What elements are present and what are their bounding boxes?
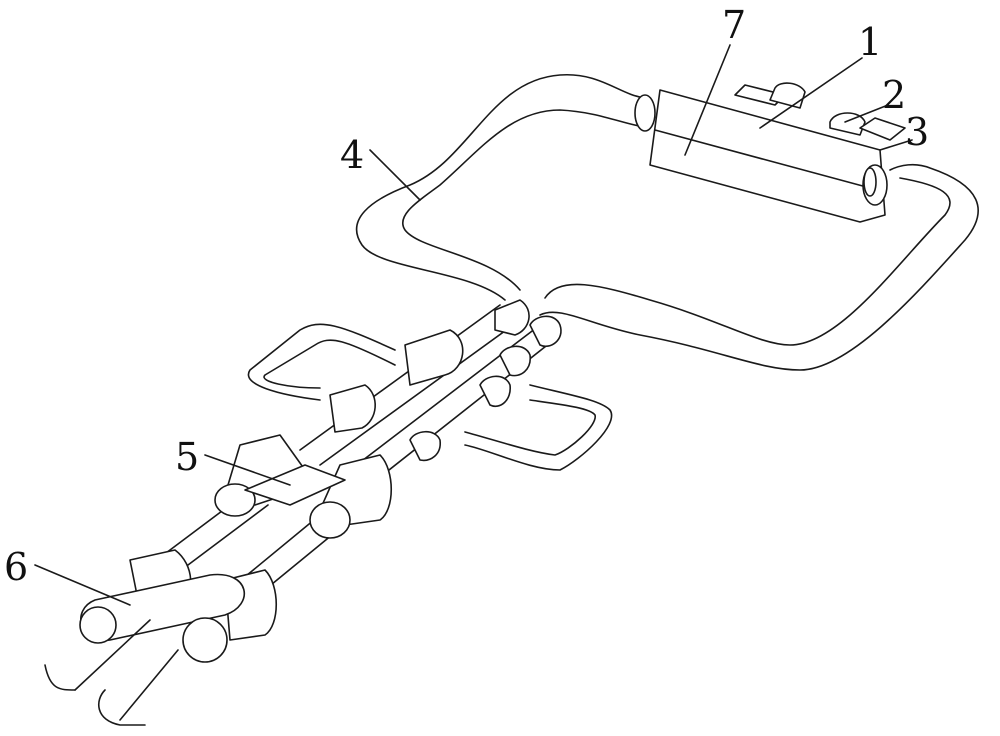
tail-pipe xyxy=(44,619,179,726)
twin-pipes xyxy=(149,304,561,599)
label-3: 3 xyxy=(905,110,929,154)
pipe-couplings xyxy=(214,299,562,539)
outlet-tubes-2-3 xyxy=(734,82,906,141)
bracket-5 xyxy=(244,464,346,506)
side-loop-left xyxy=(247,323,396,401)
muffler-7 xyxy=(634,89,888,223)
label-4: 4 xyxy=(340,133,364,177)
bracket-6 xyxy=(79,549,277,663)
label-1: 1 xyxy=(858,20,882,64)
label-2: 2 xyxy=(882,73,906,117)
leader-lines xyxy=(34,44,913,606)
label-7: 7 xyxy=(722,3,746,47)
label-6: 6 xyxy=(4,545,28,589)
loop-pipe-4 xyxy=(355,74,979,371)
side-loop-right xyxy=(464,384,613,471)
label-5: 5 xyxy=(175,435,199,479)
